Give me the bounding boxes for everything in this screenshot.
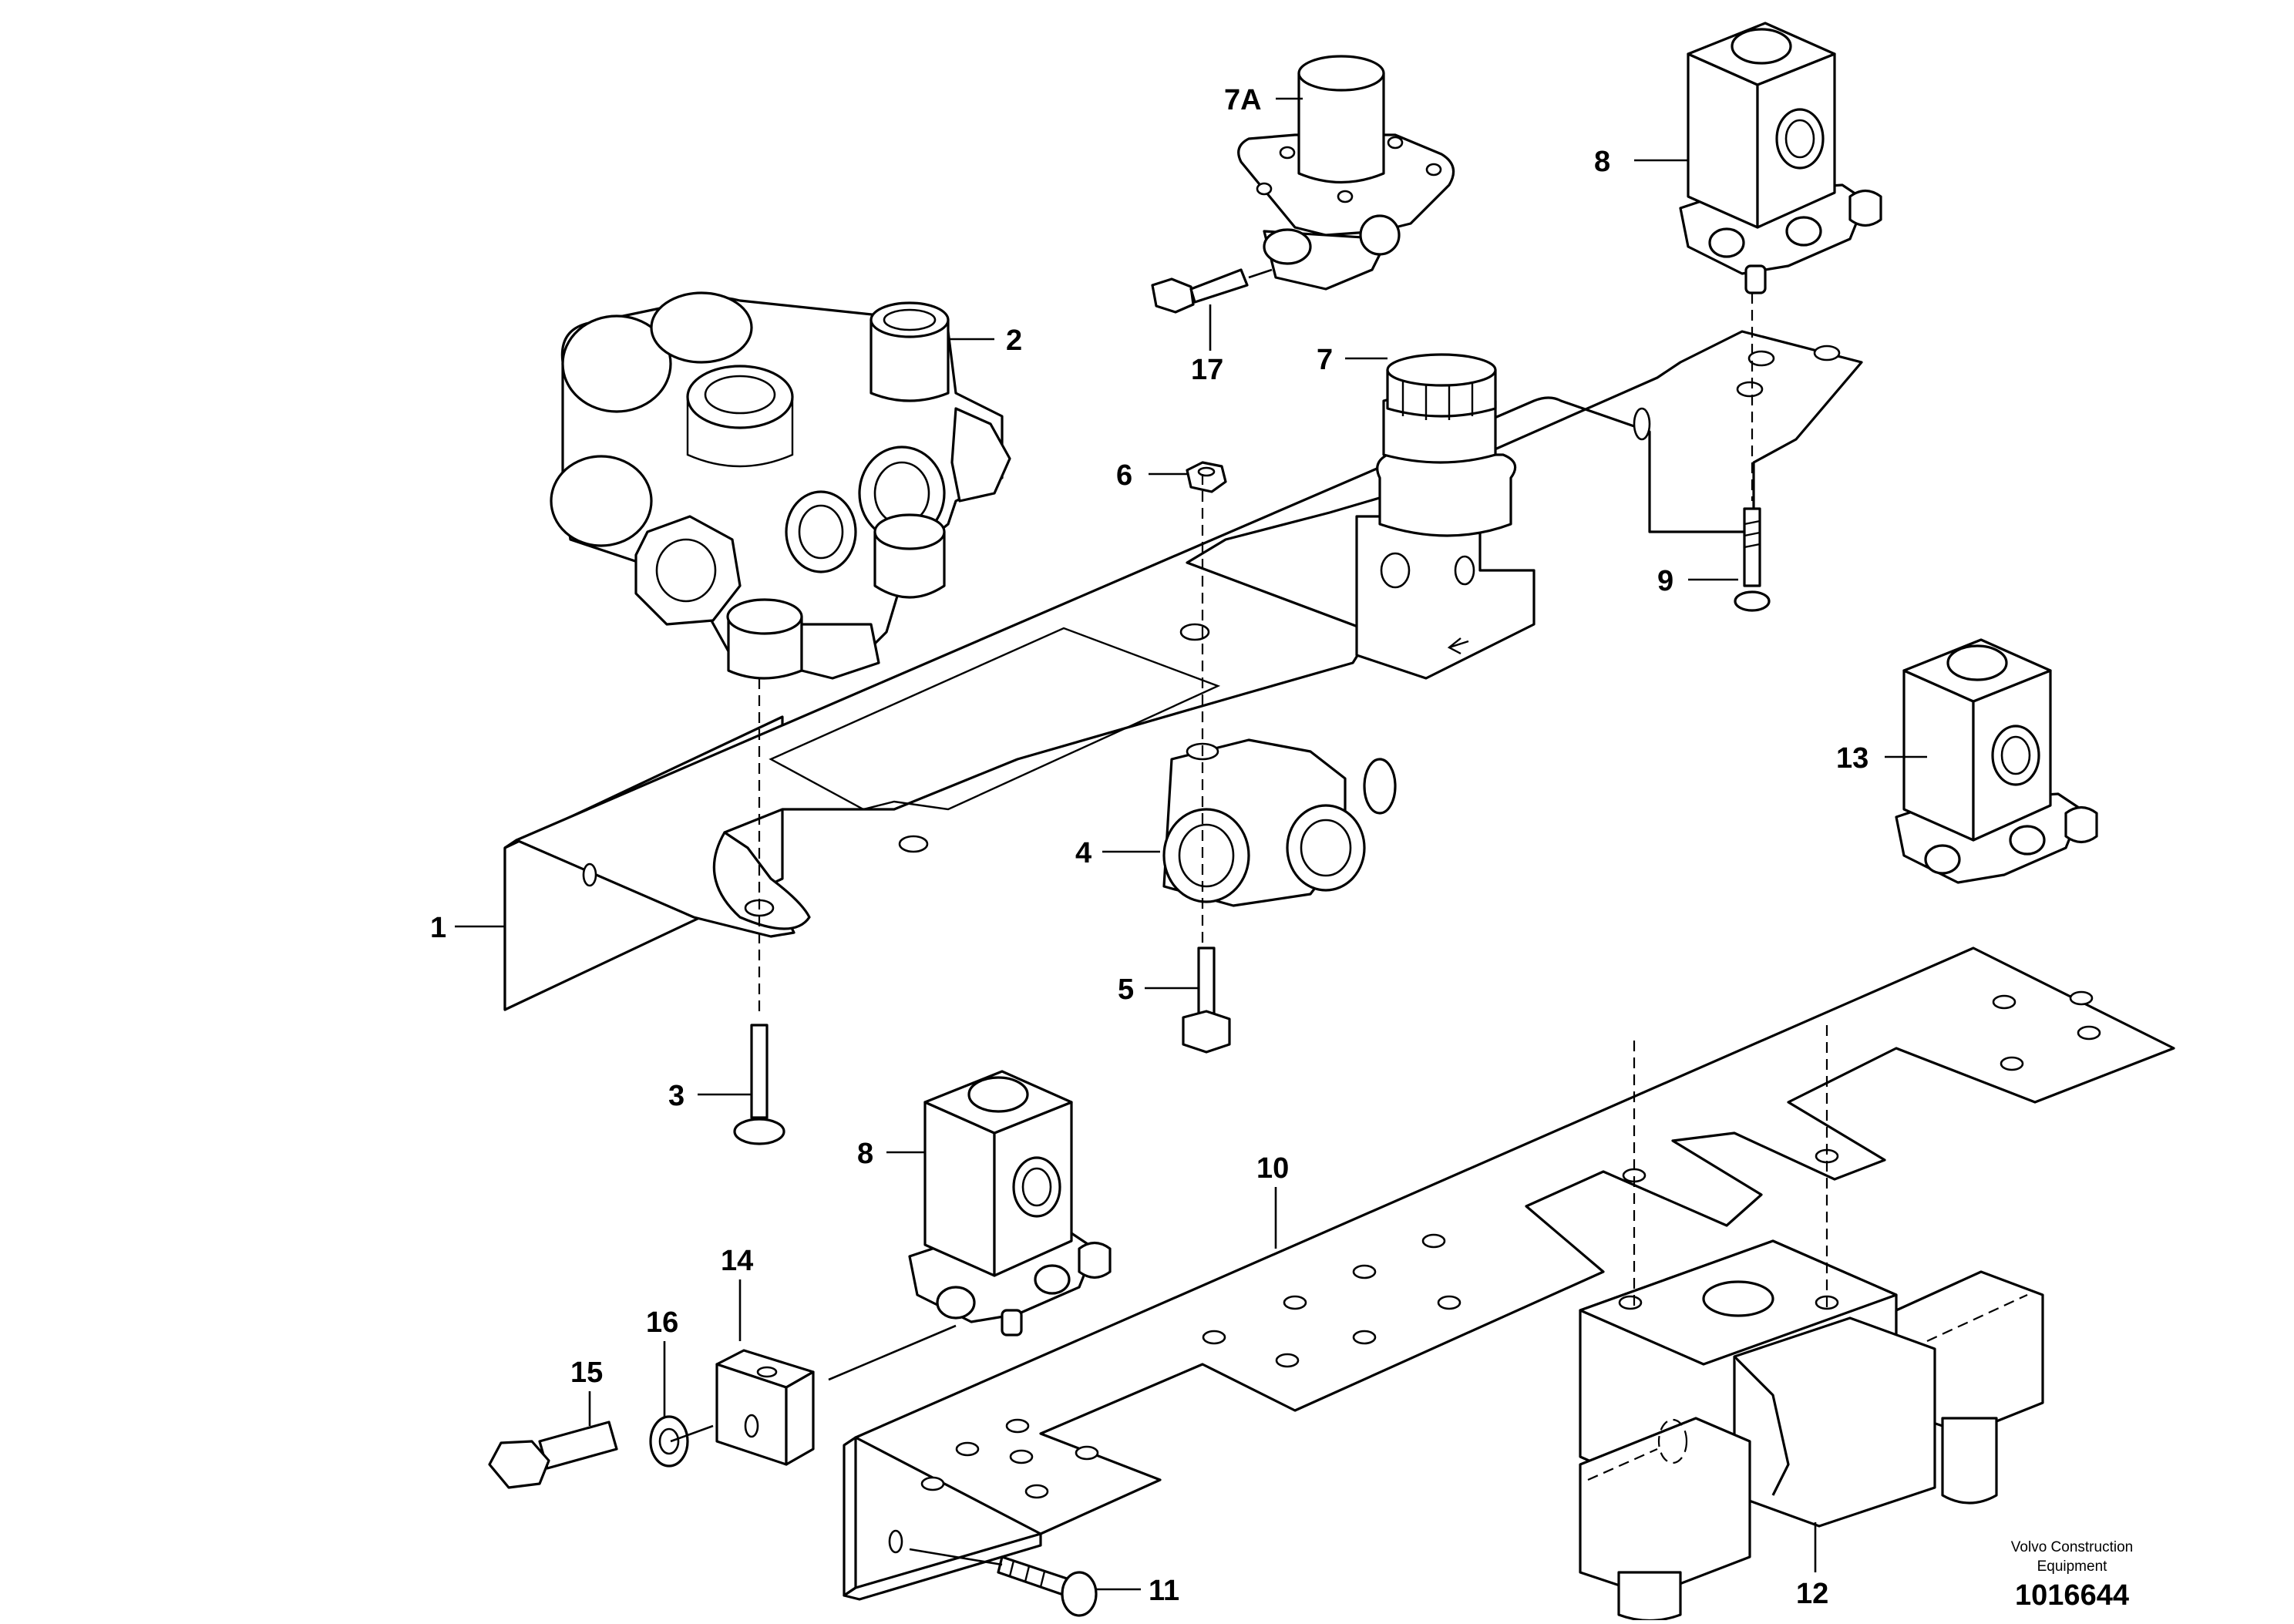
hex-bolt-15-part	[488, 1421, 618, 1489]
callout-13: 13	[1836, 742, 1868, 775]
figure-number: 1016644	[2015, 1579, 2129, 1612]
solenoid-valve-8-bottom-part	[908, 1070, 1112, 1337]
washer-16-part	[649, 1415, 689, 1468]
callout-labels: 7A 8 2 17 7 6 9 13 4 1 5 3 8 10 14 16 15	[430, 84, 1927, 1610]
callout-2: 2	[1006, 324, 1022, 357]
assembly-axis-lines	[670, 293, 1828, 1566]
solenoid-valve-8-top-part	[1679, 22, 1882, 294]
bolt-5-part	[1182, 946, 1231, 1054]
callout-3: 3	[668, 1080, 684, 1112]
callout-9: 9	[1657, 565, 1673, 597]
callout-16: 16	[646, 1306, 678, 1339]
callout-7a: 7A	[1224, 84, 1262, 116]
callout-14: 14	[721, 1245, 753, 1277]
bolt-17-part	[1151, 268, 1273, 314]
tee-fitting-4-part	[1162, 738, 1397, 907]
callout-5: 5	[1118, 973, 1134, 1006]
brand-line-1: Volvo Construction	[2011, 1539, 2133, 1555]
callout-11: 11	[1149, 1575, 1179, 1607]
upper-bracket-part	[503, 330, 1863, 1011]
solenoid-valve-13-part	[1895, 638, 2098, 884]
footer: Volvo Construction Equipment 1016644	[2011, 1539, 2133, 1612]
lower-bracket-10-part	[843, 946, 2175, 1601]
callout-6: 6	[1116, 459, 1132, 492]
screw-9-part	[1734, 507, 1771, 612]
distribution-block-part	[550, 291, 1011, 680]
callout-7: 7	[1317, 344, 1333, 376]
callout-12: 12	[1796, 1578, 1828, 1610]
callout-10: 10	[1256, 1152, 1289, 1185]
callout-8-top: 8	[1594, 146, 1610, 178]
callout-15: 15	[570, 1357, 603, 1389]
filter-dryer-7a-part	[1237, 55, 1455, 291]
callout-17: 17	[1191, 354, 1223, 386]
torx-screw-11-part	[997, 1555, 1098, 1617]
callout-1: 1	[430, 912, 446, 944]
spacer-block-14-part	[715, 1349, 815, 1466]
valve-manifold-12-part	[1579, 1239, 2044, 1622]
nut-6-part	[1186, 461, 1227, 493]
brand-line-2: Equipment	[2037, 1558, 2108, 1575]
callout-4: 4	[1075, 837, 1092, 869]
pressure-regulator-7-part	[1355, 353, 1536, 680]
screw-3-part	[733, 1024, 785, 1145]
callout-8-bottom: 8	[857, 1138, 873, 1170]
